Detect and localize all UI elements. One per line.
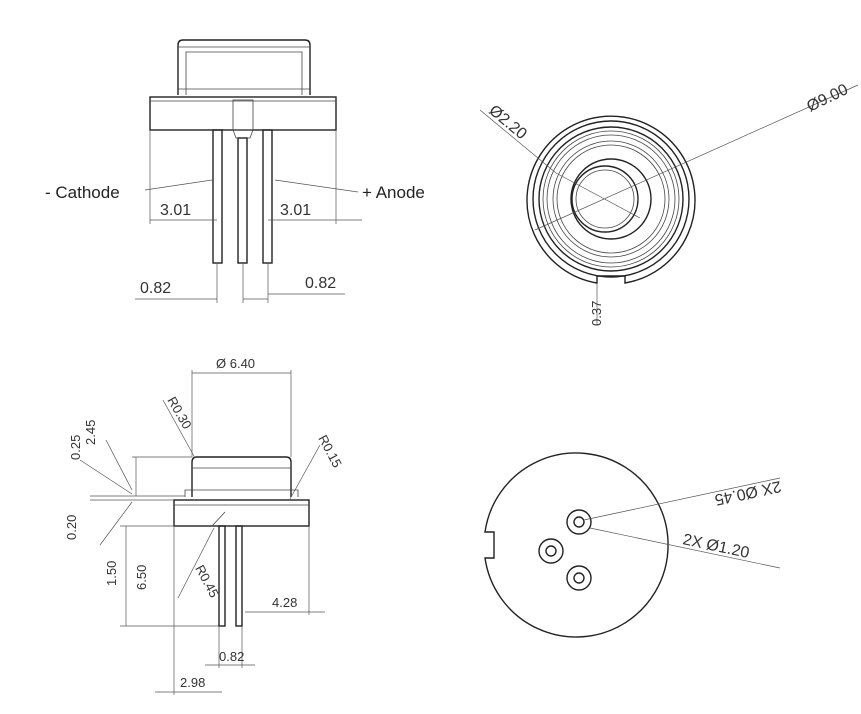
- dim-outer-diameter: Ø9.00: [804, 81, 851, 115]
- top-view: Ø2.20 Ø9.00 0.37: [479, 81, 859, 326]
- bottom-pin-ring-1: [566, 509, 592, 535]
- dim-left-pin-width: 0.82: [140, 280, 171, 297]
- profile-flange: [173, 499, 310, 527]
- side-pin-right: [262, 129, 273, 264]
- side-pin-left: [212, 129, 223, 264]
- dim-left-pin-offset: 3.01: [160, 202, 191, 219]
- profile-view: Ø 6.40 R0.30 R0.15 R0.45 2.45 0.25 0.20 …: [64, 356, 345, 695]
- profile-cap: [191, 456, 292, 497]
- dim-0-20: 0.20: [64, 515, 79, 540]
- top-window-ring: [570, 158, 652, 240]
- side-flange: [149, 96, 337, 131]
- dim-radius-right: R0.15: [315, 432, 345, 470]
- dim-6-50: 6.50: [134, 565, 149, 590]
- dim-cap-diameter: Ø 6.40: [216, 356, 255, 371]
- anode-label: + Anode: [362, 183, 425, 202]
- profile-pin-right: [235, 525, 243, 627]
- dim-window-diameter: Ø2.20: [485, 102, 529, 143]
- dim-1-50: 1.50: [104, 561, 119, 586]
- dim-0-82: 0.82: [219, 649, 244, 664]
- side-pin-center: [237, 137, 248, 264]
- side-cap-outline: [177, 39, 311, 95]
- bottom-pin-ring-3: [566, 565, 592, 591]
- side-cap-inner: [185, 51, 303, 95]
- dim-pin-ring: 2X Ø1.20: [681, 531, 751, 562]
- dim-right-pin-width: 0.82: [305, 275, 336, 292]
- dim-pin-hole: 2X Ø0.45: [713, 477, 783, 508]
- dim-0-25: 0.25: [68, 435, 83, 460]
- dim-4-28: 4.28: [272, 595, 297, 610]
- cathode-label: - Cathode: [45, 183, 120, 202]
- side-view: 3.01 3.01 0.82 0.82 - Cathode + Anode: [45, 39, 425, 303]
- dim-notch-depth: 0.37: [589, 301, 604, 326]
- dim-right-pin-offset: 3.01: [280, 202, 311, 219]
- dim-2-98: 2.98: [180, 675, 205, 690]
- top-outer-circle: [526, 115, 696, 284]
- dim-radius-top: R0.30: [164, 394, 194, 432]
- dim-2-45: 2.45: [83, 420, 98, 445]
- bottom-view: 2X Ø0.45 2X Ø1.20: [484, 452, 783, 638]
- dim-radius-bottom: R0.45: [192, 562, 222, 600]
- bottom-pin-ring-2: [538, 538, 564, 564]
- bottom-outer-circle: [484, 452, 669, 638]
- profile-pin-left: [218, 525, 226, 627]
